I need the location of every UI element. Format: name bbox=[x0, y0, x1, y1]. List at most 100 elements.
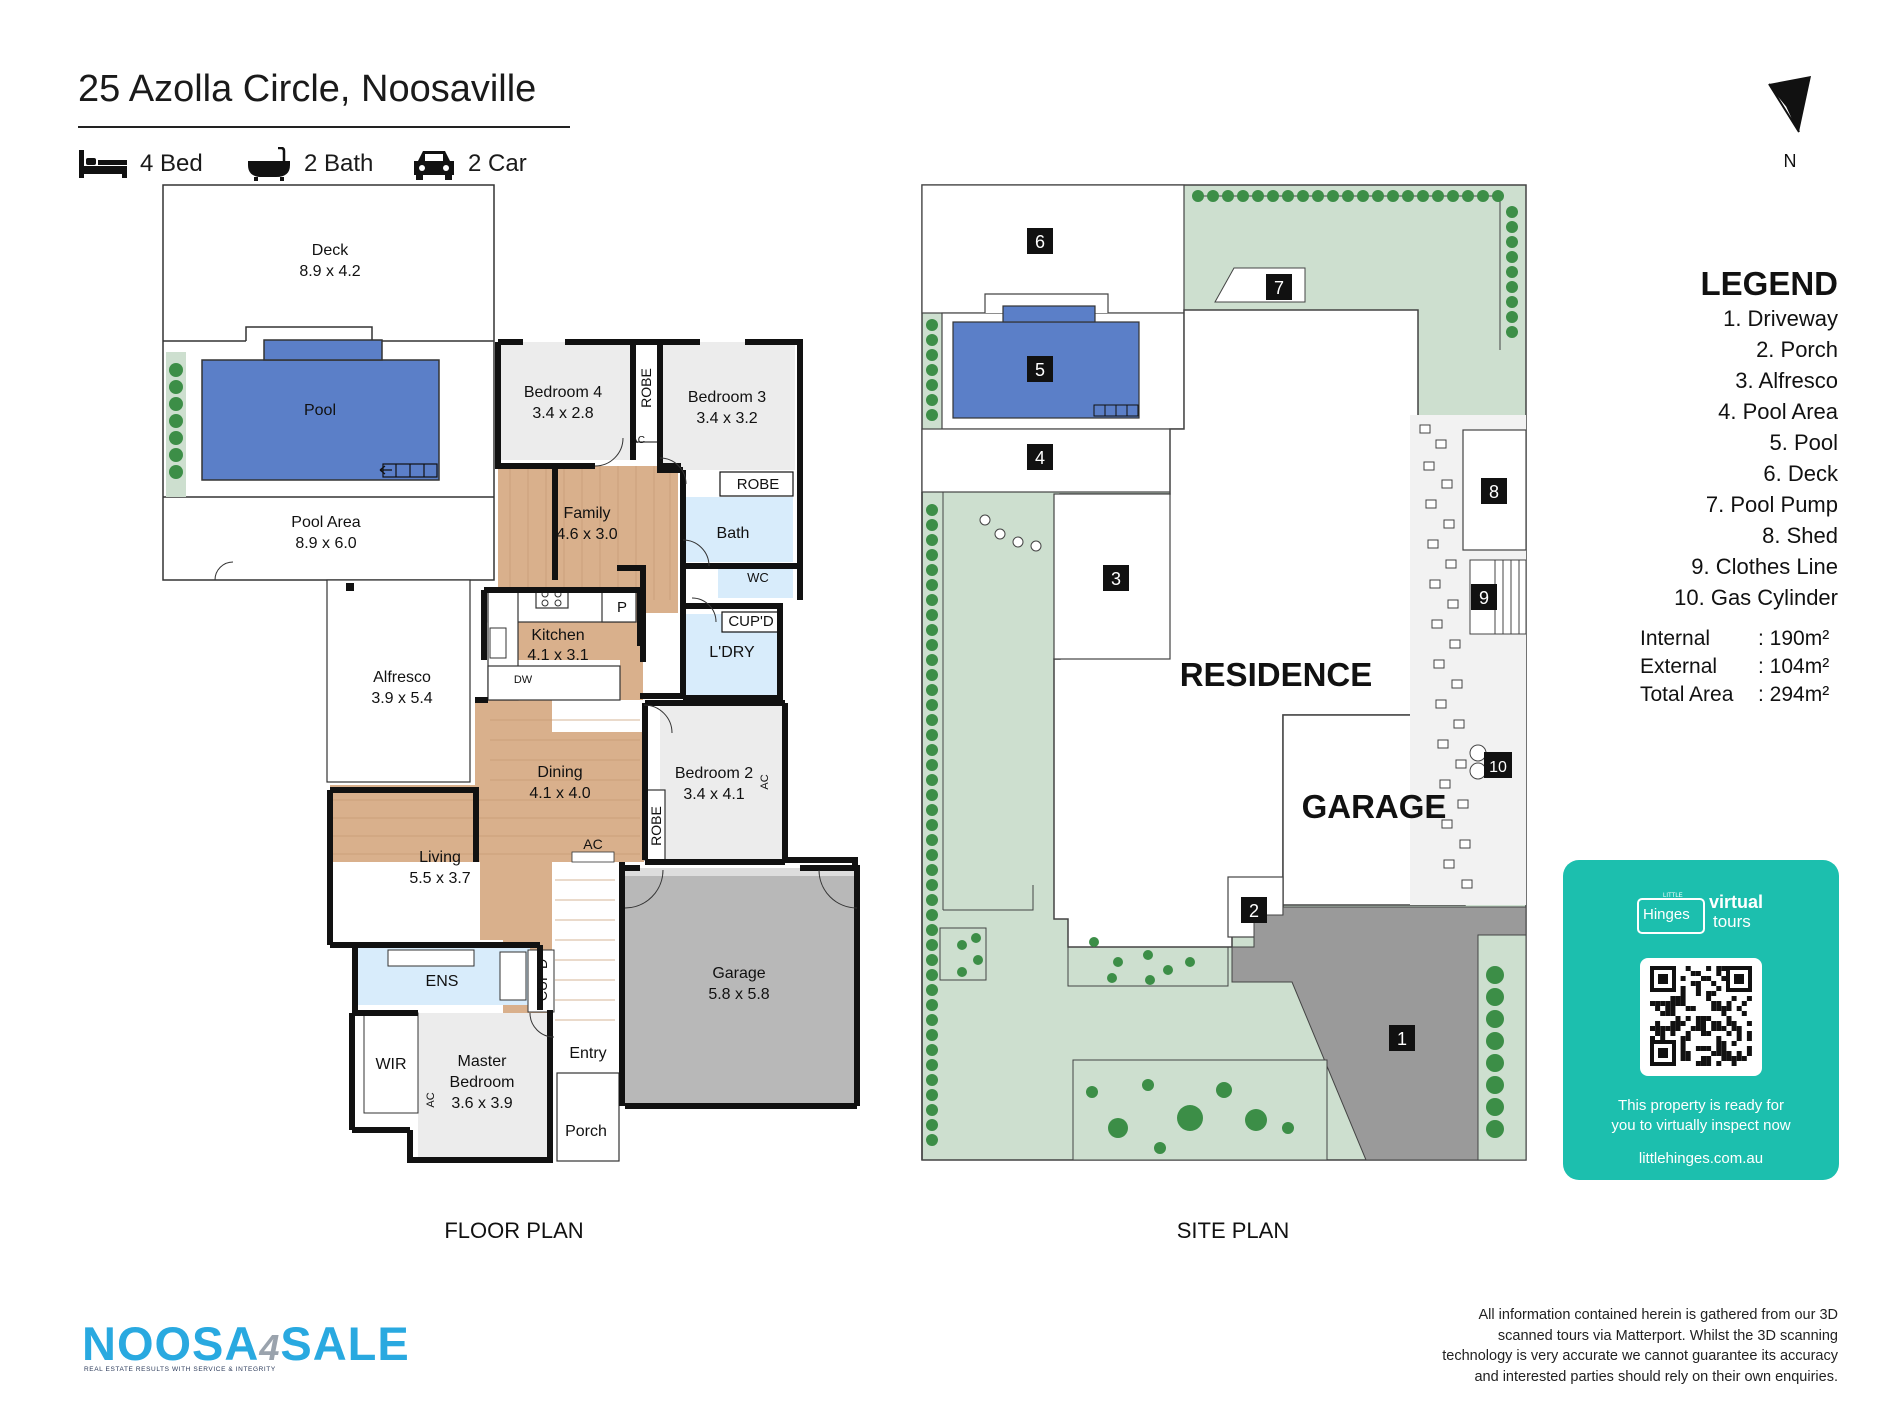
logo-virtual-text: virtual bbox=[1709, 892, 1764, 912]
room-name-wir: WIR bbox=[375, 1056, 406, 1073]
site-plan-caption: SITE PLAN bbox=[1176, 1218, 1290, 1243]
bedroom-4 bbox=[498, 342, 633, 460]
wc-label: WC bbox=[747, 570, 769, 585]
legend-item: 8. Shed bbox=[1762, 523, 1838, 548]
pool-steps bbox=[379, 463, 438, 478]
legend-item: 5. Pool bbox=[1769, 430, 1839, 455]
living-ac-label: AC bbox=[583, 836, 602, 852]
disclaimer: All information contained herein is gath… bbox=[1340, 1305, 1838, 1387]
bedroom-2-ac-label: AC bbox=[759, 774, 771, 789]
floor-plan-caption: FLOOR PLAN bbox=[444, 1218, 584, 1243]
area-internal: Internal : 190m² bbox=[1640, 627, 1829, 651]
room-size-garage: 5.8 x 5.8 bbox=[708, 986, 769, 1003]
north-label: N bbox=[1783, 151, 1797, 171]
area-value: : 190m² bbox=[1758, 627, 1830, 650]
room-name-master-2: Bedroom bbox=[450, 1074, 515, 1091]
legend-item: 3. Alfresco bbox=[1735, 368, 1838, 393]
virtual-tour-message: This property is ready for you to virtua… bbox=[1563, 1096, 1839, 1136]
area-label: Total Area bbox=[1640, 683, 1734, 706]
site-markers: 1 2 3 4 5 6 7 8 9 10 bbox=[1027, 228, 1512, 1051]
entry-cupd-label: CUP'D bbox=[534, 959, 550, 1001]
room-size-deck: 8.9 x 4.2 bbox=[299, 263, 360, 280]
room-size-alfresco: 3.9 x 5.4 bbox=[371, 690, 432, 707]
bed-count: 4 Bed bbox=[140, 150, 203, 177]
agency-name-part: SALE bbox=[280, 1317, 410, 1370]
bedroom-3-robe-label: ROBE bbox=[737, 476, 780, 493]
disclaimer-line: technology is very accurate we cannot gu… bbox=[1442, 1348, 1838, 1364]
room-name-pool-area: Pool Area bbox=[291, 514, 360, 531]
legend-item: 7. Pool Pump bbox=[1705, 492, 1838, 517]
marker-5: 5 bbox=[1035, 360, 1045, 380]
car-count: 2 Car bbox=[468, 150, 527, 177]
room-labels: Deck 8.9 x 4.2 Pool Pool Area 8.9 x 6.0 … bbox=[291, 242, 779, 1140]
room-name-laundry: L'DRY bbox=[709, 644, 755, 661]
compass-icon bbox=[1768, 76, 1811, 133]
virtual-tour-card[interactable]: LITTLE Hinges virtual tours This propert… bbox=[1563, 860, 1839, 1180]
room-name-alfresco: Alfresco bbox=[373, 669, 431, 686]
master-ac-label: AC bbox=[425, 1092, 437, 1107]
bedroom-2-robe-label: ROBE bbox=[648, 806, 664, 846]
bedroom-3 bbox=[660, 342, 795, 470]
room-name-living: Living bbox=[419, 849, 461, 866]
legend-title: LEGEND bbox=[1700, 265, 1838, 302]
laundry-cupd-label: CUP'D bbox=[728, 613, 774, 630]
room-size-dining: 4.1 x 4.0 bbox=[529, 785, 590, 802]
logo-small-text: LITTLE bbox=[1663, 893, 1683, 899]
pool-spa bbox=[263, 339, 383, 361]
marker-7: 7 bbox=[1274, 278, 1284, 298]
room-size-pool-area: 8.9 x 6.0 bbox=[295, 535, 356, 552]
site-shed bbox=[1462, 429, 1527, 551]
area-value: : 104m² bbox=[1758, 655, 1830, 678]
agency-name-mid: 4 bbox=[259, 1327, 281, 1368]
legend-item: 2. Porch bbox=[1756, 337, 1838, 362]
bed-feature: 4 Bed bbox=[78, 146, 203, 182]
bedroom-2 bbox=[660, 703, 785, 860]
area-label: Internal bbox=[1640, 627, 1711, 650]
room-size-bedroom-2: 3.4 x 4.1 bbox=[683, 786, 744, 803]
marker-4: 4 bbox=[1035, 448, 1045, 468]
north-arrow: N bbox=[1765, 72, 1815, 172]
marker-6: 6 bbox=[1035, 232, 1045, 252]
area-value: : 294m² bbox=[1758, 683, 1830, 706]
room-name-bath: Bath bbox=[717, 525, 750, 542]
garage bbox=[625, 868, 857, 1106]
legend-list: 1. Driveway 2. Porch 3. Alfresco 4. Pool… bbox=[1560, 303, 1838, 613]
pool bbox=[201, 359, 440, 481]
wc bbox=[718, 566, 793, 598]
logo-brand-text: Hinges bbox=[1643, 906, 1690, 923]
pantry-label: P bbox=[617, 599, 627, 616]
car-feature: 2 Car bbox=[412, 146, 527, 182]
area-external: External : 104m² bbox=[1640, 655, 1829, 679]
room-name-kitchen: Kitchen bbox=[531, 627, 584, 644]
legend-item: 4. Pool Area bbox=[1718, 399, 1838, 424]
agency-name-part: NOOSA bbox=[82, 1317, 260, 1370]
master-bedroom bbox=[418, 1013, 550, 1163]
pantry bbox=[601, 589, 637, 623]
little-hinges-link[interactable]: littlehinges.com.au bbox=[1638, 1150, 1764, 1167]
vertical-labels: ROBE ROBE CUP'D AC AC bbox=[425, 368, 771, 1107]
room-name-pool: Pool bbox=[304, 402, 336, 419]
qr-code[interactable] bbox=[1640, 958, 1762, 1076]
site-plan: 1 2 3 4 5 6 7 8 9 10 RESIDENCE GARAGE bbox=[921, 184, 1527, 1161]
little-hinges-logo: LITTLE Hinges virtual tours bbox=[1637, 890, 1767, 940]
room-name-garage: Garage bbox=[712, 965, 765, 982]
bathroom bbox=[683, 497, 793, 562]
room-size-master: 3.6 x 3.9 bbox=[451, 1095, 512, 1112]
alfresco bbox=[326, 579, 471, 783]
area-label: External bbox=[1640, 655, 1718, 678]
room-name-porch: Porch bbox=[565, 1123, 607, 1140]
logo-tours-text: tours bbox=[1713, 912, 1751, 931]
room-name-bedroom-3: Bedroom 3 bbox=[688, 389, 766, 406]
room-name-bedroom-4: Bedroom 4 bbox=[524, 384, 602, 401]
room-size-bedroom-4: 3.4 x 2.8 bbox=[532, 405, 593, 422]
room-name-entry: Entry bbox=[569, 1045, 606, 1062]
disclaimer-line: All information contained herein is gath… bbox=[1478, 1307, 1838, 1323]
bed-icon bbox=[79, 150, 127, 178]
room-size-bedroom-3: 3.4 x 3.2 bbox=[696, 410, 757, 427]
car-icon bbox=[414, 151, 454, 180]
walls bbox=[327, 339, 860, 1163]
message-line: you to virtually inspect now bbox=[1611, 1117, 1791, 1134]
disclaimer-line: scanned tours via Matterport. Whilst the… bbox=[1497, 1327, 1838, 1344]
disclaimer-line: and interested parties should rely on th… bbox=[1474, 1368, 1838, 1385]
legend-item: 9. Clothes Line bbox=[1691, 554, 1838, 579]
